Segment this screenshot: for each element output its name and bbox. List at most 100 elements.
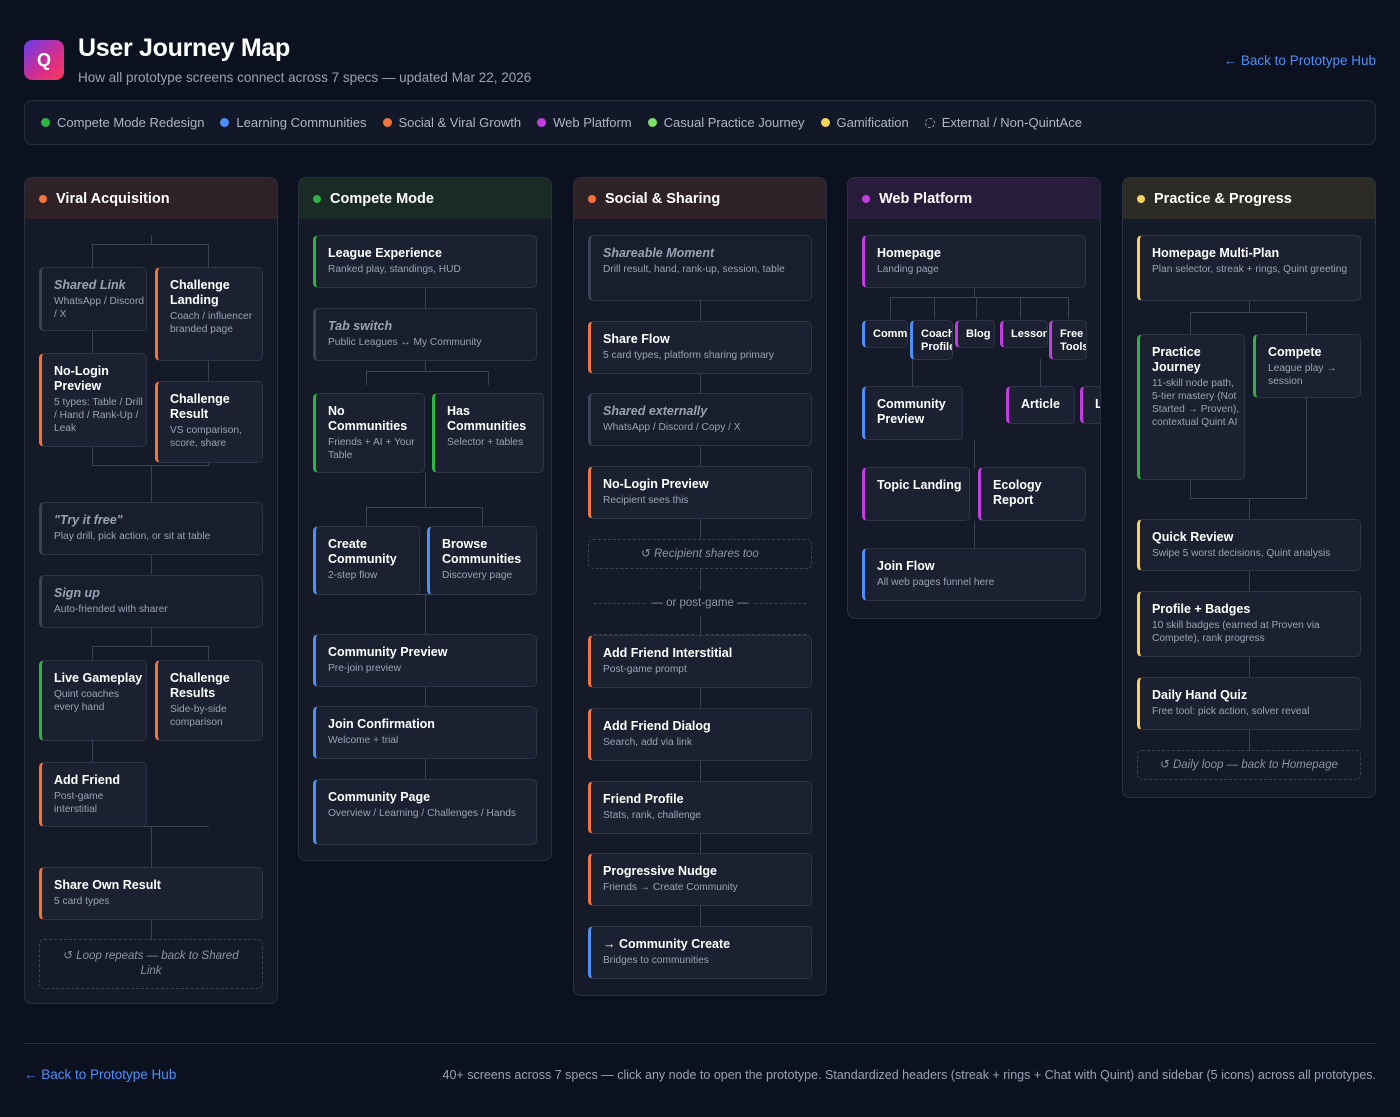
node-subtitle: Recipient sees this [603,495,689,506]
node-add-friend-interstitial[interactable]: Add Friend Interstitial Post-game prompt [588,635,812,688]
node-join-confirmation[interactable]: Join Confirmation Welcome + trial [313,706,537,759]
node-subtitle: 2-step flow [328,570,378,581]
node-subtitle: WhatsApp / Discord / X [54,296,145,320]
legend-label: Casual Practice Journey [663,115,805,130]
legend-item: Casual Practice Journey [647,115,805,130]
node-friend-profile[interactable]: Friend Profile Stats, rank, challenge [588,781,812,834]
column-title: Social & Sharing [605,190,721,207]
node-subtitle: Selector + tables [447,437,524,448]
node-title: Has Communities [447,404,527,433]
legend-dot [647,118,657,127]
legend-dot [820,118,830,127]
node-no-login-preview[interactable]: No-Login Preview Recipient sees this [588,466,812,519]
node-challenge-result[interactable]: Challenge Result VS comparison, score, s… [155,381,263,463]
column-header: Social & Sharing [574,178,826,219]
column-social-sharing: Social & Sharing Shareable Moment Drill … [573,177,827,996]
node-lesson-truncated[interactable]: L [1080,386,1100,424]
node-blog[interactable]: Blog [955,320,995,348]
node-quick-review[interactable]: Quick Review Swipe 5 worst decisions, Qu… [1137,519,1361,571]
node-compete[interactable]: Compete League play → session [1253,334,1361,398]
node-title: → Community Create [603,937,731,951]
node-title: Friend Profile [603,792,684,806]
node-title: Join Confirmation [328,717,435,731]
node-homepage[interactable]: Homepage Landing page [862,235,1086,288]
node-topic-landing[interactable]: Topic Landing [862,467,970,521]
column-dot [588,194,596,203]
node-has-communities[interactable]: Has Communities Selector + tables [432,393,544,473]
node-challenge-results[interactable]: Challenge Results Side-by-side compariso… [155,660,263,741]
node-homepage-multi-plan[interactable]: Homepage Multi-Plan Plan selector, strea… [1137,235,1361,301]
node-try-it-free[interactable]: "Try it free" Play drill, pick action, o… [39,502,263,555]
node-shareable-moment[interactable]: Shareable Moment Drill result, hand, ran… [588,235,812,301]
node-title: Ecology Report [993,478,1042,507]
node-title: Add Friend [54,773,120,787]
node-subtitle: Ranked play, standings, HUD [328,264,461,275]
node-join-flow[interactable]: Join Flow All web pages funnel here [862,548,1086,601]
node-community-preview[interactable]: Community Preview Pre-join preview [313,634,537,687]
column-dot [313,194,321,203]
node-tab-switch[interactable]: Tab switch Public Leagues ↔ My Community [313,308,537,361]
node-title: Blog [966,328,991,340]
node-shared-link[interactable]: Shared Link WhatsApp / Discord / X [39,267,147,331]
node-progressive-nudge[interactable]: Progressive Nudge Friends → Create Commu… [588,853,812,906]
node-title: Add Friend Interstitial [603,646,733,660]
node-profile-badges[interactable]: Profile + Badges 10 skill badges (earned… [1137,591,1361,657]
node-title: Join Flow [877,559,935,573]
legend-dot [537,118,547,127]
node-article[interactable]: Article [1006,386,1075,424]
node-subtitle: 10 skill badges (earned at Proven via Co… [1152,620,1320,644]
node-subtitle: 5 card types [54,896,110,907]
node-share-own-result[interactable]: Share Own Result 5 card types [39,867,263,920]
node-no-login-preview[interactable]: No-Login Preview 5 types: Table / Drill … [39,353,147,447]
node-subtitle: Free tool: pick action, solver reveal [1152,706,1310,717]
node-share-flow[interactable]: Share Flow 5 card types, platform sharin… [588,321,812,374]
node-community-create[interactable]: → Community Create Bridges to communitie… [588,926,812,979]
node-community-preview[interactable]: Community Preview [862,386,963,440]
node-comm[interactable]: Comm [862,320,908,348]
node-subtitle: Swipe 5 worst decisions, Quint analysis [1152,548,1331,559]
node-title: Profile + Badges [1152,602,1251,616]
legend-dot [924,117,935,128]
node-title: Comm [873,328,908,340]
node-free-tools[interactable]: Free Tools [1049,320,1087,360]
column-title: Compete Mode [330,190,434,207]
node-daily-hand-quiz[interactable]: Daily Hand Quiz Free tool: pick action, … [1137,677,1361,730]
node-subtitle: Coach / influencer branded page [170,311,253,335]
node-add-friend[interactable]: Add Friend Post-game interstitial [39,762,147,827]
node-daily-loop[interactable]: ↺ Daily loop — back to Homepage [1137,750,1361,780]
node-create-community[interactable]: Create Community 2-step flow [313,526,420,595]
node-live-gameplay[interactable]: Live Gameplay Quint coaches every hand [39,660,147,741]
node-title: Share Own Result [54,878,161,892]
legend-dot [220,118,230,127]
node-title: League Experience [328,246,442,260]
node-community-page[interactable]: Community Page Overview / Learning / Cha… [313,779,537,845]
node-practice-journey[interactable]: Practice Journey 11-skill node path, 5-t… [1137,334,1245,480]
node-loop-repeats[interactable]: ↺ Loop repeats — back to Shared Link [39,939,263,989]
node-coach-profile[interactable]: Coach Profile [910,320,953,360]
node-subtitle: Public Leagues ↔ My Community [328,337,482,348]
node-subtitle: Drill result, hand, rank-up, session, ta… [603,264,785,275]
node-recipient-shares[interactable]: ↺ Recipient shares too [588,539,812,569]
app-logo: Q [24,40,64,80]
node-sign-up[interactable]: Sign up Auto-friended with sharer [39,575,263,628]
node-subtitle: Post-game interstitial [54,791,104,815]
node-subtitle: Bridges to communities [603,955,709,966]
column-title: Practice & Progress [1154,190,1292,207]
legend-label: Social & Viral Growth [398,115,522,130]
node-lessons[interactable]: Lessons [1000,320,1048,348]
column-header: Web Platform [848,178,1100,219]
node-challenge-landing[interactable]: Challenge Landing Coach / influencer bra… [155,267,263,361]
legend-label: External / Non-QuintAce [941,115,1082,130]
node-subtitle: 11-skill node path, 5-tier mastery (Not … [1152,378,1240,428]
node-shared-externally[interactable]: Shared externally WhatsApp / Discord / C… [588,393,812,446]
footer-divider [24,1043,1376,1044]
back-to-hub-link-footer[interactable]: ← Back to Prototype Hub [24,1067,177,1082]
node-title: Community Page [328,790,431,804]
node-ecology-report[interactable]: Ecology Report [978,467,1086,521]
node-add-friend-dialog[interactable]: Add Friend Dialog Search, add via link [588,708,812,761]
back-to-hub-link[interactable]: ← Back to Prototype Hub [1223,53,1376,68]
node-subtitle: WhatsApp / Discord / Copy / X [603,422,741,433]
node-league-experience[interactable]: League Experience Ranked play, standings… [313,235,537,288]
node-browse-communities[interactable]: Browse Communities Discovery page [427,526,537,595]
node-no-communities[interactable]: No Communities Friends + AI + Your Table [313,393,425,473]
